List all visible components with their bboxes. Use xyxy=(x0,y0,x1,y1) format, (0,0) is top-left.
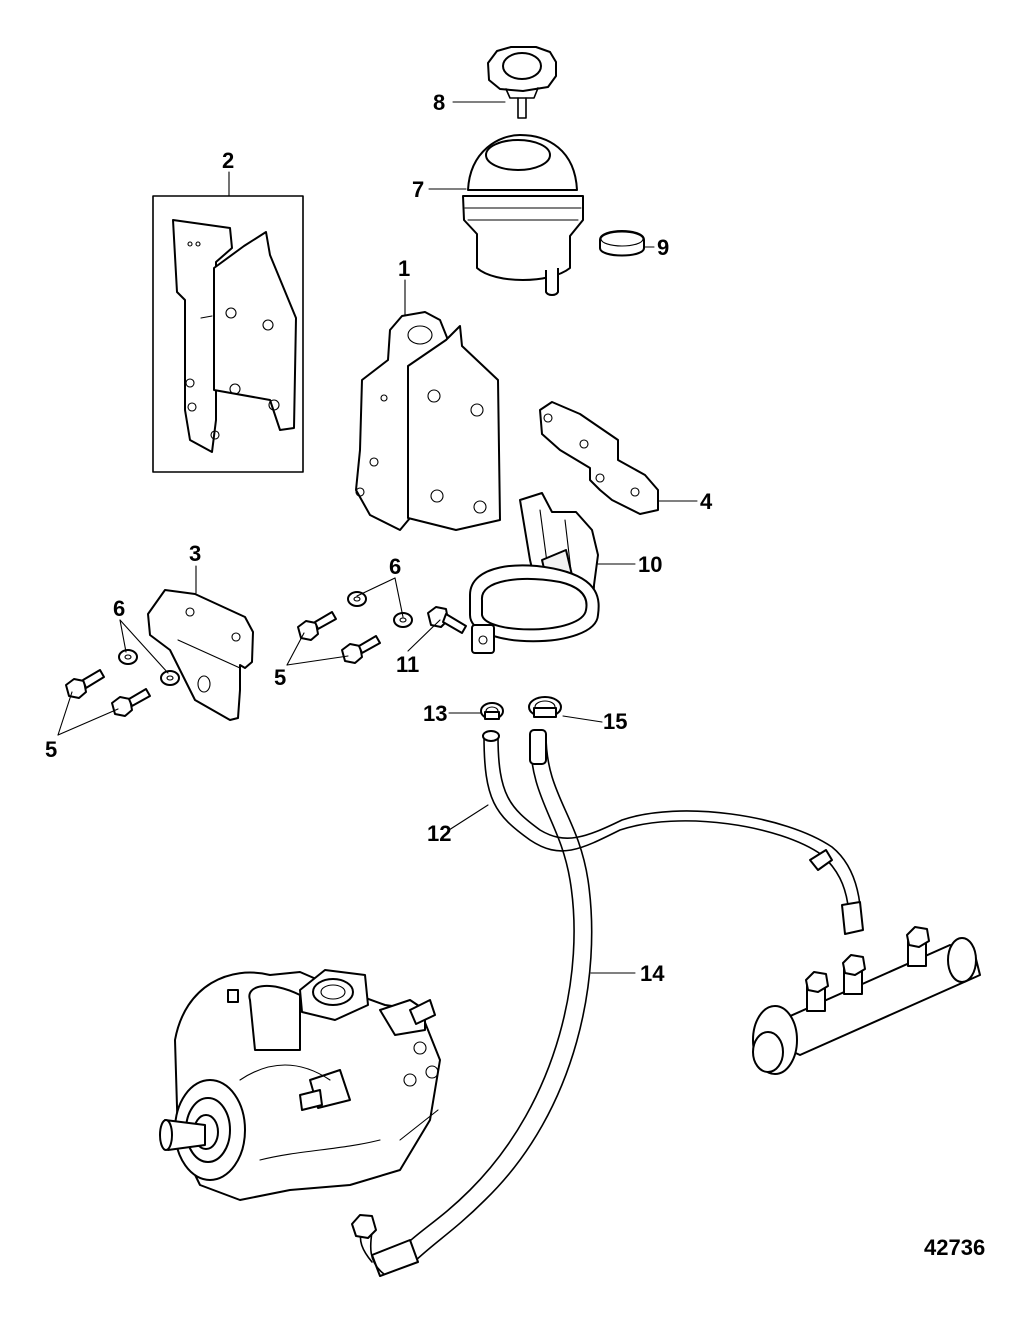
callout-2: 2 xyxy=(222,148,234,173)
bolt-set-left xyxy=(65,669,151,717)
callout-5-left: 5 xyxy=(45,737,57,762)
callout-12: 12 xyxy=(427,821,451,846)
figure-number: 42736 xyxy=(924,1235,985,1260)
callout-5-right: 5 xyxy=(274,665,286,690)
callout-15: 15 xyxy=(603,709,627,734)
callout-3: 3 xyxy=(189,541,201,566)
fluid-cooler xyxy=(752,926,981,1075)
callout-6-right: 6 xyxy=(389,554,401,579)
washer-set-right xyxy=(347,591,413,628)
hose-clamp-large xyxy=(528,696,562,718)
callout-1: 1 xyxy=(398,256,410,281)
pressure-hose xyxy=(351,729,593,1277)
leader-lines xyxy=(57,101,698,974)
power-steering-pump xyxy=(159,969,441,1201)
small-bracket xyxy=(147,589,254,721)
callout-7: 7 xyxy=(412,177,424,202)
clamp-bolt xyxy=(427,606,467,634)
callout-9: 9 xyxy=(657,235,669,260)
fluid-reservoir xyxy=(462,134,584,296)
callout-11: 11 xyxy=(396,652,419,677)
support-plate xyxy=(539,401,659,515)
callout-8: 8 xyxy=(433,90,445,115)
reservoir-cap xyxy=(487,46,557,119)
bracket-kit-box xyxy=(152,195,304,473)
reservoir-clamp xyxy=(469,492,600,654)
washer-set-left xyxy=(118,649,180,686)
callout-4: 4 xyxy=(700,489,713,514)
reservoir-plug xyxy=(599,230,645,257)
callout-6-left: 6 xyxy=(113,596,125,621)
mounting-bracket xyxy=(355,311,501,531)
bolt-set-right xyxy=(297,611,381,664)
hose-clamp-small xyxy=(480,702,504,720)
callout-10: 10 xyxy=(638,552,662,577)
callout-14: 14 xyxy=(640,961,665,986)
return-hose xyxy=(482,730,864,935)
callout-13: 13 xyxy=(423,701,447,726)
